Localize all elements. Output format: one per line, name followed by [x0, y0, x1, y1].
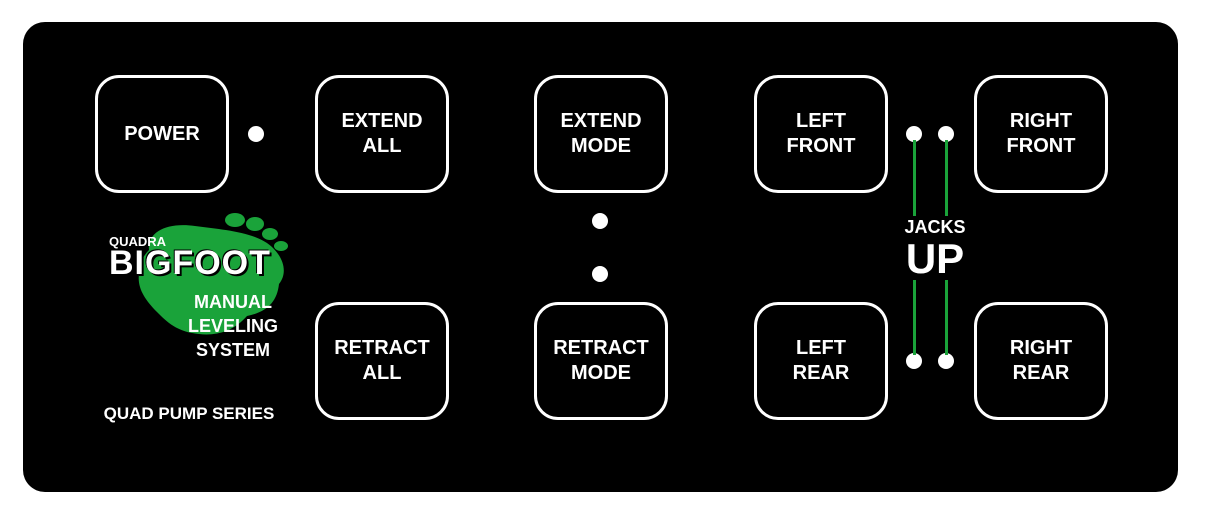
power-button-label: POWER [124, 122, 200, 145]
series-label: QUAD PUMP SERIES [103, 404, 275, 423]
extend-mode-led [592, 213, 608, 229]
right-front-label: RIGHT FRONT [1006, 110, 1076, 157]
jacks-state: UP [905, 235, 965, 282]
right-rear-jack-led [938, 353, 954, 369]
extend-mode-label: EXTEND MODE [560, 110, 642, 157]
left-front-jack-led [906, 126, 922, 142]
left-rear-jack-led [906, 353, 922, 369]
left-front-button[interactable]: LEFT FRONT [754, 75, 888, 193]
right-front-button[interactable]: RIGHT FRONT [974, 75, 1108, 193]
retract-all-label: RETRACT ALL [334, 337, 430, 384]
jacks-indicator-line [945, 140, 948, 216]
logo-line-3: SYSTEM [195, 340, 270, 360]
power-indicator-led [248, 126, 264, 142]
logo-brand-big: BIGFOOT [109, 244, 271, 282]
retract-mode-label: RETRACT MODE [553, 337, 649, 384]
extend-all-label: EXTEND ALL [341, 110, 423, 157]
logo-brand-small: QUADRA [109, 234, 167, 249]
retract-mode-led [592, 266, 608, 282]
left-front-label: LEFT FRONT [786, 110, 856, 157]
power-button[interactable]: POWER [95, 75, 229, 193]
jacks-indicator-line [913, 140, 916, 216]
left-rear-label: LEFT REAR [792, 337, 850, 384]
control-panel: POWER EXTEND ALL EXTEND MODE LEFT FRONT … [23, 22, 1178, 492]
right-front-jack-led [938, 126, 954, 142]
logo-line-1: MANUAL [194, 292, 272, 312]
bigfoot-logo: QUADRA BIGFOOT MANUAL LEVELING SYSTEM [107, 212, 297, 360]
jacks-indicator-line [945, 280, 948, 355]
extend-mode-button[interactable]: EXTEND MODE [534, 75, 668, 193]
right-rear-button[interactable]: RIGHT REAR [974, 302, 1108, 420]
jacks-label: JACKS [904, 217, 966, 237]
right-rear-label: RIGHT REAR [1009, 337, 1073, 384]
left-rear-button[interactable]: LEFT REAR [754, 302, 888, 420]
footprint-icon [138, 213, 288, 335]
retract-all-button[interactable]: RETRACT ALL [315, 302, 449, 420]
extend-all-button[interactable]: EXTEND ALL [315, 75, 449, 193]
jacks-indicator-line [913, 280, 916, 355]
retract-mode-button[interactable]: RETRACT MODE [534, 302, 668, 420]
logo-line-2: LEVELING [187, 316, 278, 336]
